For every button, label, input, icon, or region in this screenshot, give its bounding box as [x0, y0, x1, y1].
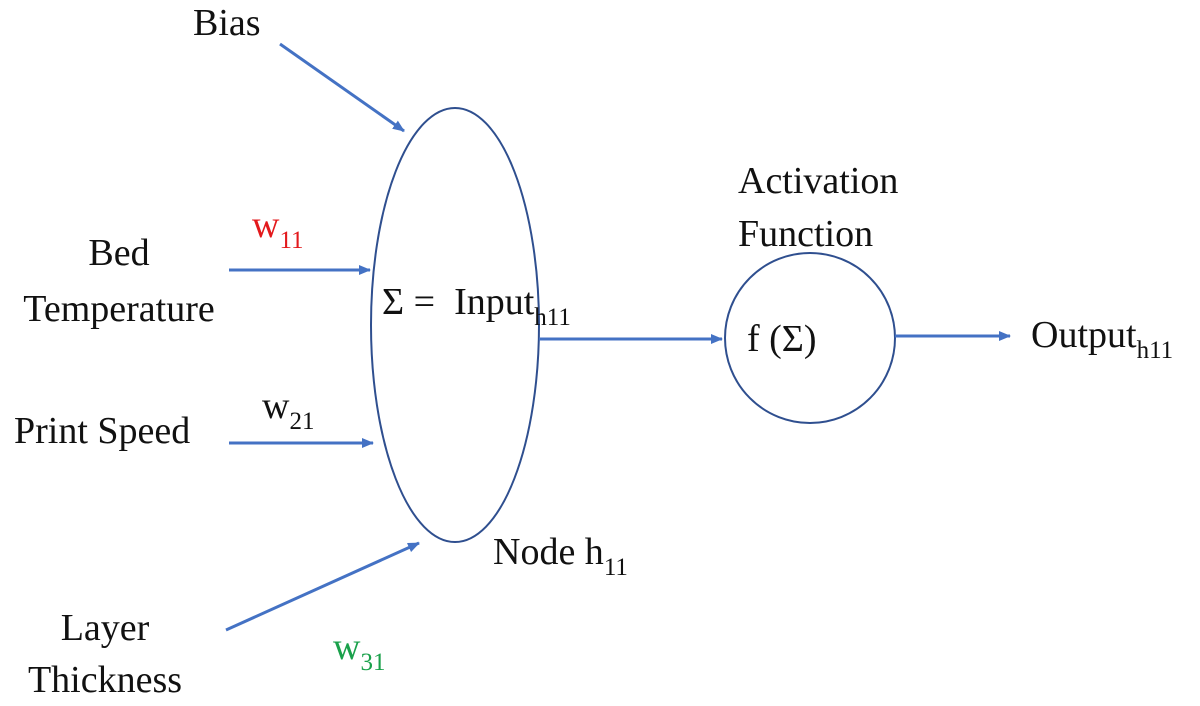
output-base: Output — [1031, 314, 1137, 356]
activation-function-formula: f (Σ) — [747, 318, 817, 360]
node-label: Node h11 — [493, 531, 628, 580]
weight-w31-label: w31 — [333, 626, 385, 675]
weight-w31-base: w — [333, 626, 361, 668]
node-ellipse — [370, 107, 540, 543]
activation-circle — [724, 252, 896, 424]
input-subscript: h11 — [534, 304, 571, 331]
activation-function-title: Activation Function — [738, 155, 898, 261]
weight-w11-base: w — [252, 204, 280, 246]
weight-w21-base: w — [262, 385, 290, 427]
bed-temperature-line-2: Temperature — [23, 288, 215, 330]
print-speed-label: Print Speed — [14, 410, 191, 452]
node-sum-expression: Σ = Inputh11 — [382, 281, 571, 330]
weight-w21-label: w21 — [262, 385, 314, 434]
weight-w11-subscript: 11 — [279, 227, 304, 254]
layer-thickness-line-2: Thickness — [27, 659, 183, 701]
bias-arrow — [279, 42, 405, 133]
layer-thickness-arrow — [225, 541, 420, 632]
weight-w31-subscript: 31 — [360, 649, 386, 676]
bed-temperature-line-1: Bed — [88, 232, 150, 274]
layer-thickness-label: Layer Thickness — [10, 602, 200, 706]
node-label-base: Node h — [493, 531, 604, 573]
layer-thickness-line-1: Layer — [60, 607, 150, 649]
output-label: Outputh11 — [1031, 314, 1173, 363]
bias-label: Bias — [193, 2, 261, 44]
node-label-subscript: 11 — [603, 554, 628, 581]
sum-symbol: Σ = — [382, 281, 436, 323]
weight-w21-subscript: 21 — [289, 408, 315, 435]
weight-w11-label: w11 — [252, 204, 304, 253]
activation-title-line-2: Function — [738, 213, 874, 255]
bed-temperature-label: Bed Temperature — [8, 225, 230, 337]
output-subscript: h11 — [1136, 337, 1174, 364]
activation-title-line-1: Activation — [738, 160, 899, 202]
input-base: Input — [454, 281, 535, 323]
